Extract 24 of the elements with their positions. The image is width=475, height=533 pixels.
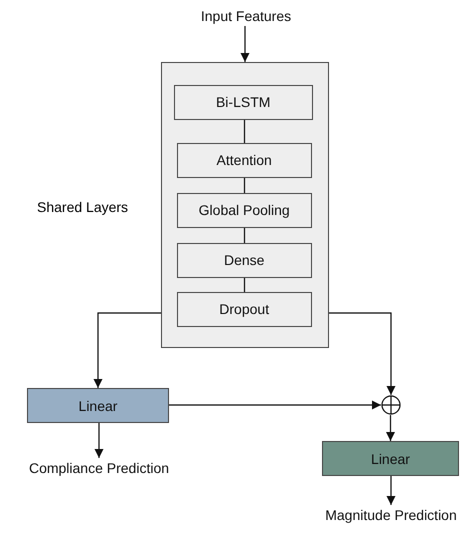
arrow: [94, 423, 104, 458]
layer-box: Linear: [322, 441, 459, 476]
connector-line: [244, 228, 246, 243]
summation-symbol: [381, 395, 401, 415]
text-label: Magnitude Prediction: [306, 505, 475, 525]
layer-box: Dropout: [176, 292, 312, 327]
connector-line: [244, 120, 246, 143]
layer-box: Dense: [176, 242, 312, 278]
arrow: [329, 312, 396, 395]
arrow: [386, 476, 396, 505]
layer-box: Global Pooling: [176, 192, 312, 228]
connector-line: [244, 178, 246, 193]
connector-line: [244, 278, 246, 292]
arrow: [240, 26, 250, 62]
layer-box: Bi-LSTM: [174, 84, 313, 120]
layer-box: Attention: [176, 142, 312, 178]
arrow: [94, 312, 161, 388]
container-box: [161, 62, 329, 348]
layer-box: Linear: [27, 388, 169, 423]
text-label: Input Features: [196, 6, 296, 26]
arrow: [386, 415, 395, 441]
text-label: Compliance Prediction: [8, 458, 190, 478]
arrow: [169, 400, 381, 410]
group-label: Shared Layers: [37, 199, 128, 215]
